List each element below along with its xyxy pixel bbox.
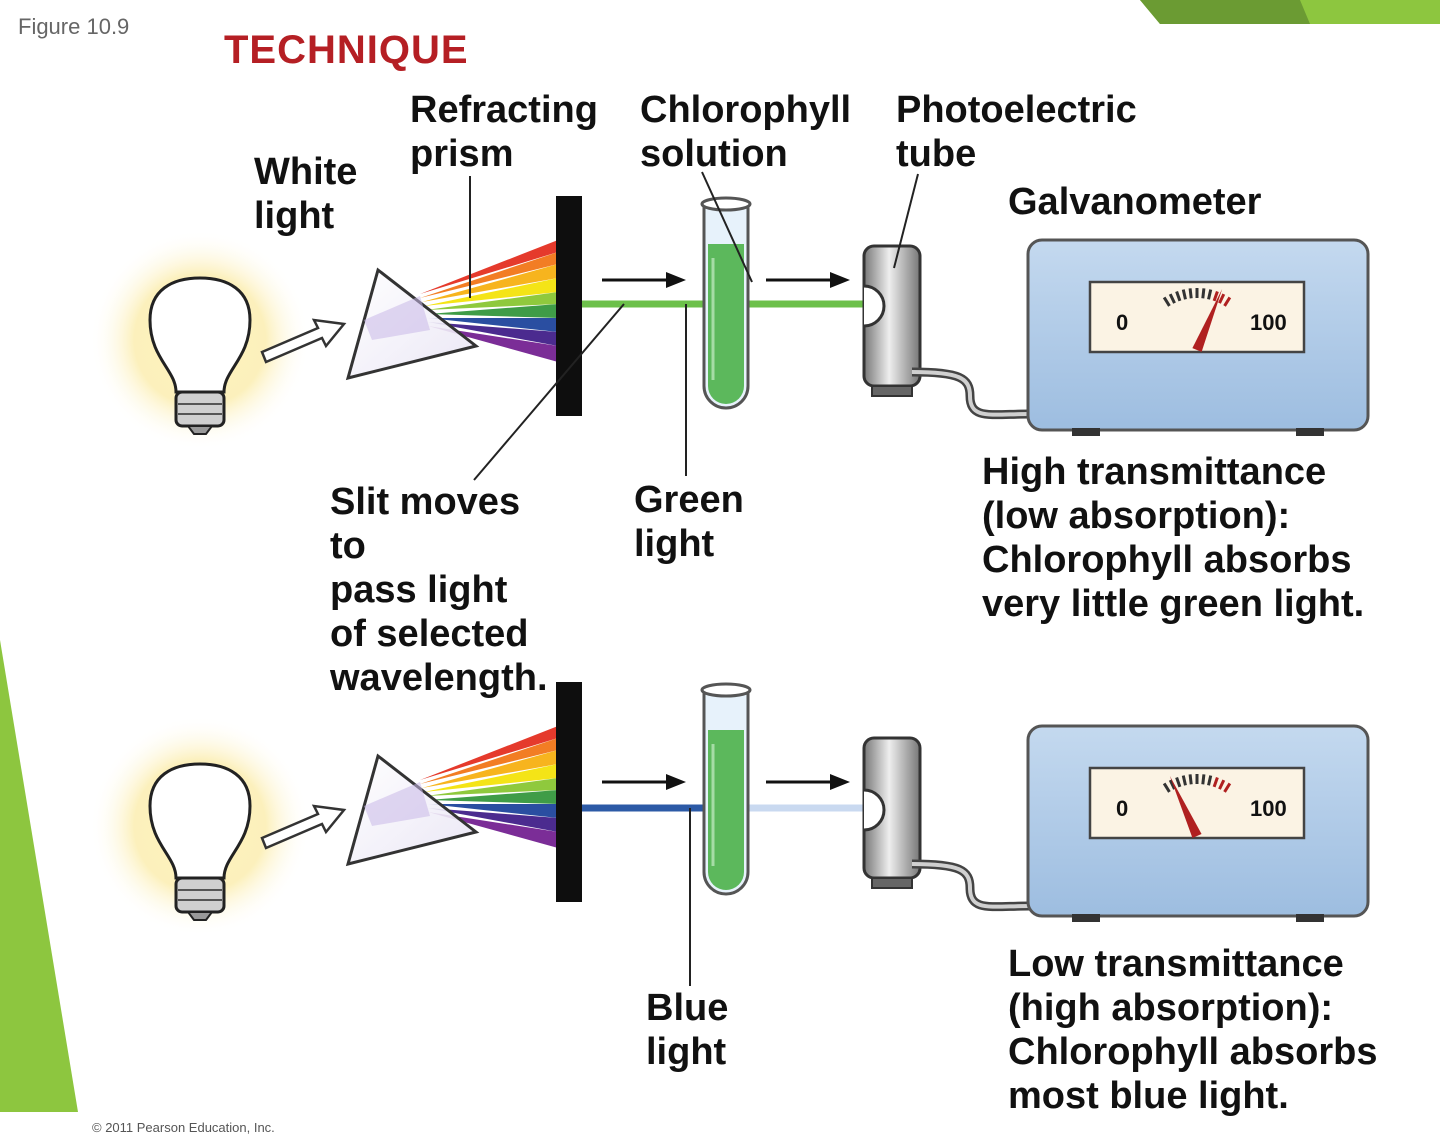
dial-tick [1212, 776, 1219, 788]
slit-barrier [556, 682, 582, 902]
label-slit-moves: Slit moves to pass light of selected wav… [330, 481, 548, 699]
galvanometer-icon [1026, 238, 1370, 436]
light-arrow-icon [260, 804, 347, 850]
label-galvanometer: Galvanometer [1008, 181, 1262, 223]
label-low-transmittance: Low transmittance (high absorption): Chl… [1008, 943, 1378, 1117]
refracting-prism-icon [345, 267, 480, 381]
galvanometer-needle [1192, 288, 1223, 352]
accent-bar-left [0, 640, 78, 1112]
galvanometer-needle [1169, 775, 1202, 839]
label-pointer-line [473, 303, 625, 481]
photoelectric-tube-icon [862, 736, 922, 889]
dial-tick [1188, 774, 1193, 785]
copyright-notice: © 2011 Pearson Education, Inc. [92, 1120, 275, 1135]
slit-barrier [556, 196, 582, 416]
dial-tick [1201, 288, 1206, 299]
dial-tick [1207, 775, 1213, 786]
dial-tick [1223, 782, 1232, 793]
refracting-prism-icon [345, 753, 480, 867]
figure-label: Figure 10.9 [18, 14, 130, 39]
dial-tick [1218, 293, 1226, 304]
dial-tick [1168, 293, 1176, 304]
dial-tick [1162, 782, 1171, 793]
dial-tick [1207, 289, 1213, 300]
dial-tick [1162, 296, 1171, 307]
spectrum-fan [420, 240, 558, 362]
technique-heading: TECHNIQUE [224, 28, 469, 72]
dial-tick [1175, 776, 1182, 788]
setup-blue-light [90, 682, 1370, 986]
accent-bar-top-dark [1140, 0, 1310, 24]
light-bulb-icon [148, 276, 252, 435]
dial-min-label: 0 [1116, 310, 1129, 335]
dial-tick [1181, 289, 1187, 300]
dial-ticks [1162, 288, 1232, 307]
dial-tick [1201, 774, 1206, 785]
test-tube-icon [700, 682, 752, 896]
dial-tick [1212, 290, 1219, 302]
dial-max-label: 100 [1250, 796, 1287, 821]
light-bulb-icon [148, 762, 252, 921]
dial-tick [1181, 775, 1187, 786]
dial-ticks [1162, 774, 1232, 793]
dial-tick [1168, 779, 1176, 790]
beam-arrow-icon [766, 272, 850, 288]
beam-arrow-icon [602, 272, 686, 288]
dial-tick [1218, 779, 1226, 790]
setup-green-light [90, 171, 1370, 481]
dial-tick [1188, 288, 1193, 299]
galvanometer-icon [1026, 724, 1370, 922]
label-pointer-line [701, 171, 753, 283]
photoelectric-tube-icon [862, 244, 922, 397]
light-arrow-icon [260, 318, 347, 364]
label-pointer-line [893, 173, 919, 269]
dial-max-label: 100 [1250, 310, 1287, 335]
beam-arrow-icon [602, 774, 686, 790]
label-high-transmittance: High transmittance (low absorption): Chl… [982, 451, 1365, 625]
dial-min-label: 0 [1116, 796, 1129, 821]
dial-tick [1175, 290, 1182, 302]
dial-tick [1223, 296, 1232, 307]
test-tube-icon [700, 196, 752, 410]
beam-arrow-icon [766, 774, 850, 790]
